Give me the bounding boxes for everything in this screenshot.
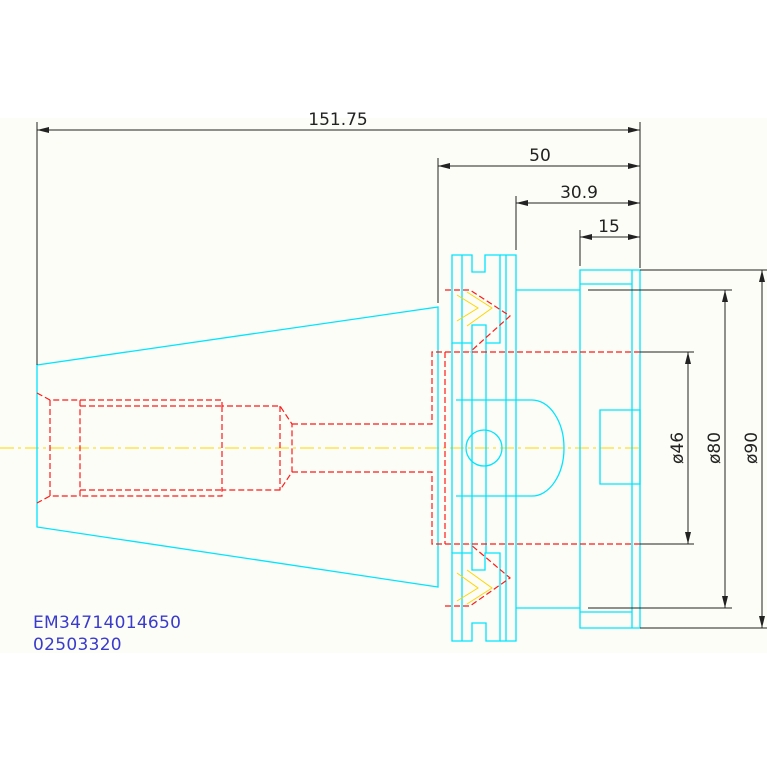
article-number: EM34714014650: [33, 613, 182, 633]
dim-face-length: 15: [598, 217, 620, 237]
collar: [500, 254, 517, 642]
dimension-arrows: [37, 127, 765, 628]
dim-flange-length: 50: [529, 146, 551, 166]
flange-hatching: [456, 291, 493, 605]
center-bore: [465, 429, 503, 467]
dim-overall-length: 151.75: [308, 110, 367, 130]
drive-slot: [456, 399, 565, 497]
dim-dia-mid: ø80: [705, 432, 725, 464]
dim-dia-outer: ø90: [742, 432, 762, 464]
taper-shank: [36, 306, 439, 588]
order-code: 02503320: [33, 635, 122, 655]
dim-dia-inner: ø46: [668, 432, 688, 464]
drawing-sheet: [0, 118, 767, 653]
part-codes: EM34714014650 02503320: [33, 612, 181, 656]
dimension-lines: [36, 122, 767, 629]
dim-collar-length: 30.9: [560, 183, 598, 203]
hidden-features: [36, 289, 640, 607]
part-outline: [36, 254, 641, 642]
face-key: [599, 409, 641, 485]
